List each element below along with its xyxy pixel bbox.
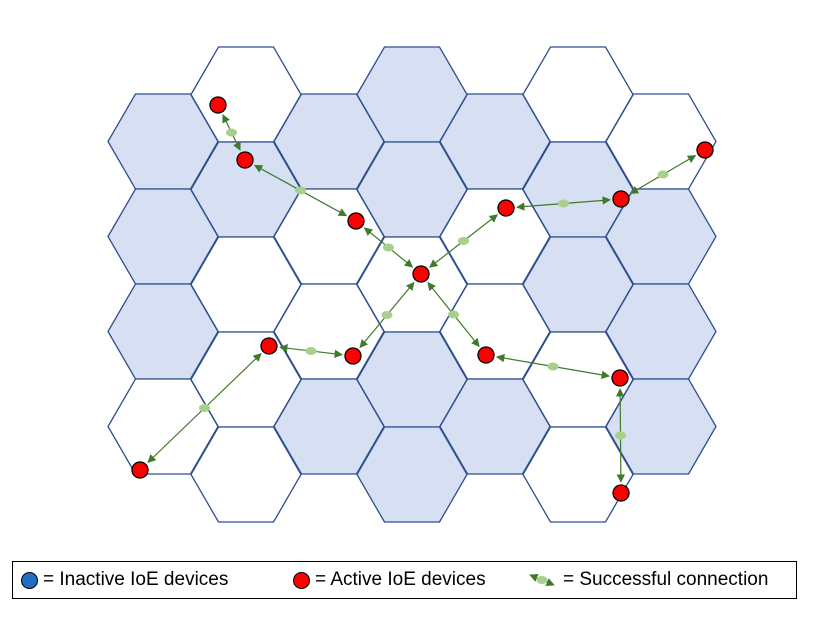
connection-marker (295, 186, 306, 195)
hex-cell-grid (107, 46, 717, 523)
active-device-icon (293, 571, 310, 589)
connection-arrow-icon (529, 574, 555, 586)
active-device-node (497, 199, 515, 217)
connection-links (147, 114, 697, 483)
device-nodes (131, 96, 714, 502)
hex-cell (522, 426, 634, 523)
active-device-node (612, 484, 630, 502)
connection-marker (199, 404, 210, 412)
active-device-node (131, 461, 149, 479)
active-device-node (347, 212, 365, 230)
legend-box: = Inactive IoE devices = Active IoE devi… (12, 561, 797, 599)
inactive-device-icon (21, 571, 38, 589)
legend-item-inactive: = Inactive IoE devices (21, 562, 228, 598)
active-device-node (209, 96, 227, 114)
hexagonal-cell-network-diagram (107, 46, 717, 523)
connection-marker (381, 311, 393, 319)
active-device-node (236, 151, 254, 169)
legend-active-label: = Active IoE devices (315, 569, 486, 590)
connection-marker (657, 170, 669, 179)
active-device-node (696, 141, 714, 159)
connection-marker (458, 237, 469, 245)
legend-item-active: = Active IoE devices (293, 562, 486, 598)
legend-connection-label: = Successful connection (563, 569, 769, 590)
connection-marker (448, 310, 459, 319)
hex-cell (356, 426, 468, 523)
active-device-node (477, 346, 495, 364)
connection-marker (558, 199, 569, 208)
legend-inactive-label: = Inactive IoE devices (43, 569, 229, 590)
connection-marker (615, 431, 626, 440)
connection-marker (383, 243, 394, 252)
connection-marker (226, 128, 237, 137)
active-device-node (260, 337, 278, 355)
active-device-node (611, 369, 629, 387)
active-device-node (612, 190, 630, 208)
hex-cell (605, 378, 717, 475)
legend-item-connection: = Successful connection (527, 562, 768, 598)
connection-marker (305, 347, 317, 355)
connection-marker (547, 362, 559, 371)
active-device-node (412, 265, 430, 283)
active-device-node (344, 347, 362, 365)
